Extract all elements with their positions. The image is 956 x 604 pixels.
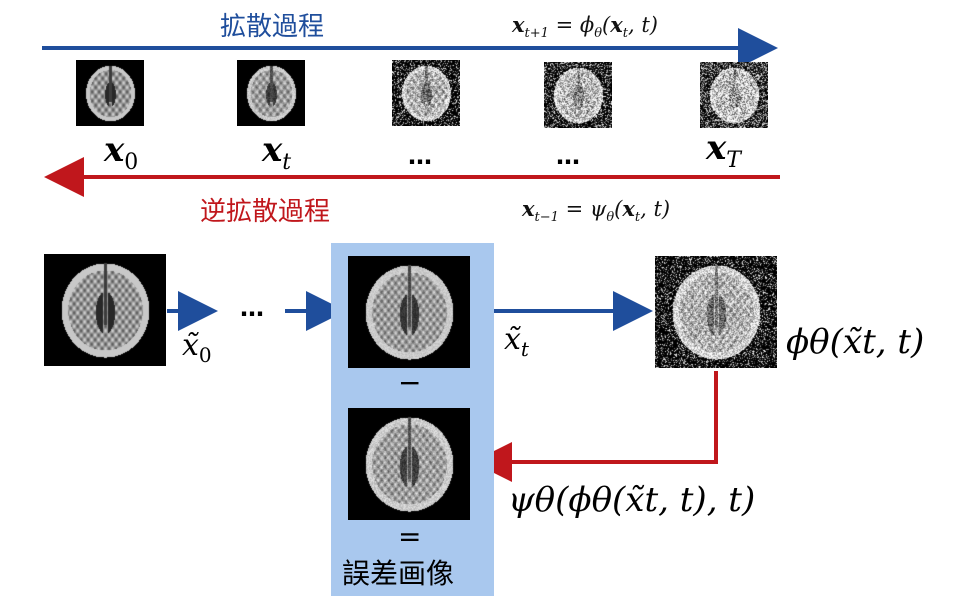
error-image-label: 誤差画像 xyxy=(342,557,455,590)
minus-sign: − xyxy=(398,366,422,399)
state-dots-1: … xyxy=(408,142,432,170)
arrow-phi-to-psi xyxy=(472,371,718,482)
mri-noise-small-T xyxy=(700,62,768,128)
xt-tilde-label: x̃t xyxy=(504,322,529,361)
state-x0: x0 xyxy=(104,130,139,175)
state-xT: xT xyxy=(706,128,741,173)
bottom-dots: … xyxy=(240,294,264,322)
mri-x0-large xyxy=(44,254,166,366)
phi-label: ϕθ(x̃t, t) xyxy=(786,322,925,362)
mri-noisy-small-2 xyxy=(544,62,612,128)
reverse-process-label: 逆拡散過程 xyxy=(200,197,331,227)
psi-label: ψθ(ϕθ(x̃t, t), t) xyxy=(508,480,756,520)
diffusion-process-label: 拡散過程 xyxy=(220,12,325,42)
state-dots-2: … xyxy=(556,142,580,170)
mri-phi-large xyxy=(655,256,777,368)
x0-tilde-label: x̃0 xyxy=(182,328,212,367)
mri-psi-large xyxy=(348,408,470,520)
diffusion-equation: xt+1 = ϕθ(xt, t) xyxy=(512,12,658,42)
mri-noisy-small-1 xyxy=(392,60,460,126)
mri-clean-small xyxy=(76,60,144,126)
mri-xt-large xyxy=(348,256,470,368)
reverse-equation: xt−1 = ψθ(xt, t) xyxy=(522,196,671,226)
state-xt: xt xyxy=(262,130,292,175)
mri-t-small xyxy=(237,60,305,126)
equals-sign: = xyxy=(398,520,422,553)
